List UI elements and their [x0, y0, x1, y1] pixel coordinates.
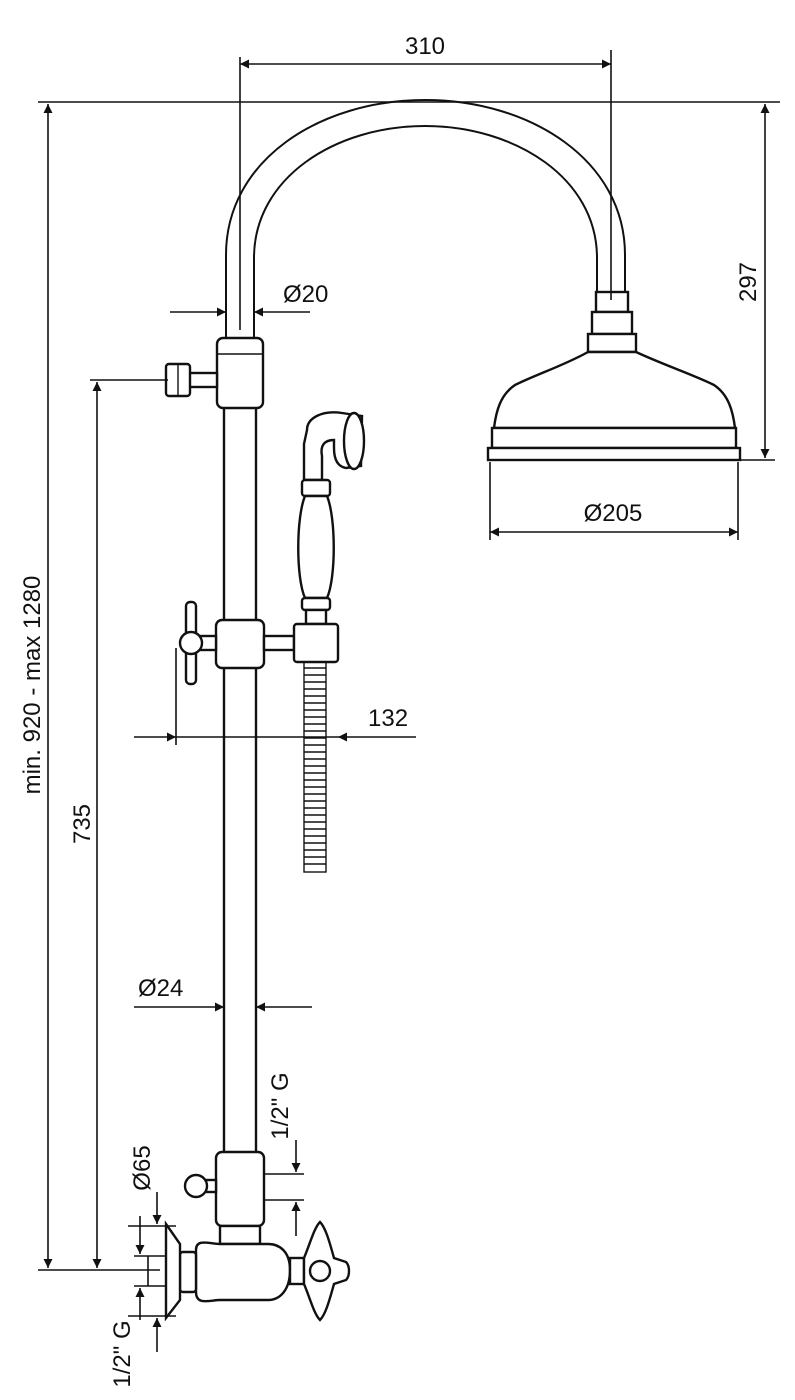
label-total-height: min. 920 - max 1280 — [19, 576, 46, 795]
label-flange-diameter: Ø65 — [129, 1145, 156, 1190]
dim-head-diameter — [489, 462, 739, 540]
label-rail-height: 735 — [69, 804, 96, 844]
dim-flange-diameter — [128, 1192, 176, 1352]
shower-hose — [303, 661, 327, 873]
dim-hand-shower-offset — [134, 648, 416, 745]
hand-shower — [297, 411, 366, 626]
sliding-holder — [178, 600, 340, 686]
dim-thread-upper — [264, 1140, 304, 1236]
label-head-diameter: Ø205 — [584, 500, 643, 527]
cross-handle — [302, 1220, 351, 1322]
mixer-valve — [164, 1150, 351, 1322]
slide-rail — [222, 378, 258, 1222]
gooseneck-arm — [225, 98, 626, 338]
label-arm-reach: 310 — [405, 33, 445, 60]
dim-rail-height — [90, 379, 168, 1268]
label-head-height: 297 — [735, 262, 762, 302]
label-arm-diameter: Ø20 — [283, 281, 328, 308]
label-thread-upper: 1/2" G — [267, 1072, 294, 1139]
dim-total-height — [38, 104, 160, 1271]
label-thread-lower: 1/2" G — [109, 1320, 136, 1387]
dim-thread-lower — [134, 1216, 166, 1320]
shower-head — [486, 290, 742, 462]
label-hand-shower-offset: 132 — [368, 705, 408, 732]
label-rail-diameter: Ø24 — [138, 975, 183, 1002]
top-connector — [164, 336, 265, 410]
